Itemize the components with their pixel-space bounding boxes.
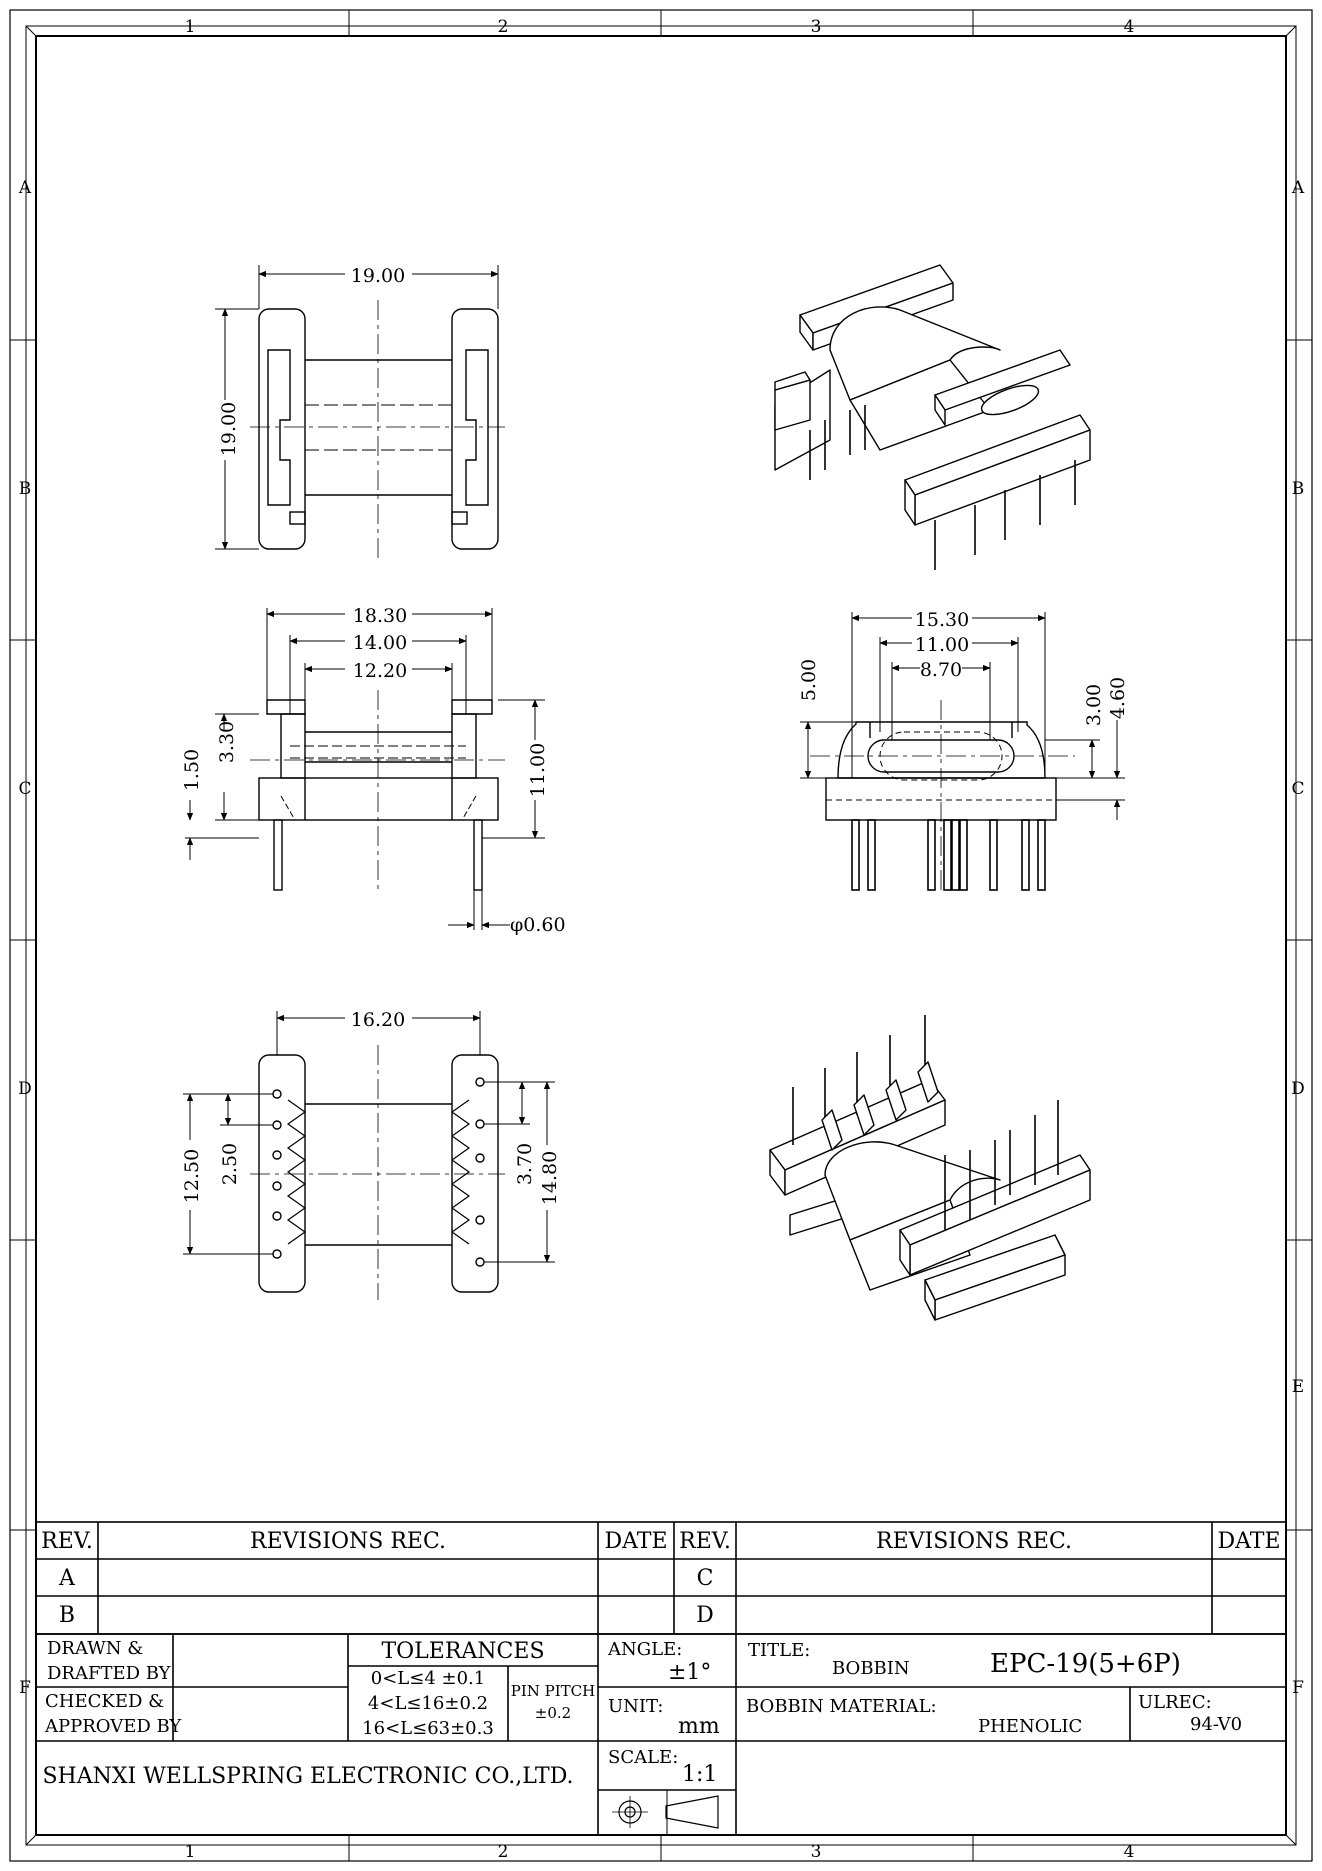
iso-bottom-view bbox=[769, 1015, 1091, 1321]
drawing-frame bbox=[9, 9, 1313, 1862]
col-label: 4 bbox=[1124, 1842, 1135, 1862]
rev-header: REV. bbox=[41, 1529, 93, 1554]
dim-bottom-width: 16.20 bbox=[351, 1009, 405, 1031]
pin-pitch-label: PIN PITCH bbox=[511, 1682, 596, 1700]
col-label: 2 bbox=[498, 1842, 509, 1862]
row-label: C bbox=[1291, 779, 1304, 799]
unit-value: mm bbox=[678, 1714, 720, 1739]
row-label: B bbox=[1292, 479, 1305, 499]
dim-side-3-30: 3.30 bbox=[216, 721, 238, 763]
title-part: BOBBIN bbox=[832, 1658, 910, 1679]
iso-top-view bbox=[774, 264, 1091, 570]
side-view-dims bbox=[185, 608, 545, 930]
dim-side-flange: 18.30 bbox=[353, 605, 407, 627]
dim-end-8-70: 8.70 bbox=[920, 659, 962, 681]
ulrec-label: ULREC: bbox=[1138, 1692, 1212, 1713]
checked-label: CHECKED & bbox=[45, 1691, 164, 1712]
scale-value: 1:1 bbox=[682, 1762, 717, 1787]
dim-side-inner: 12.20 bbox=[353, 660, 407, 682]
dim-bottom-2-50: 2.50 bbox=[219, 1143, 241, 1185]
angle-value: ±1° bbox=[668, 1660, 711, 1685]
row-label: F bbox=[19, 1678, 31, 1698]
material-value: PHENOLIC bbox=[978, 1716, 1082, 1737]
dim-end-5-00: 5.00 bbox=[798, 659, 820, 701]
row-label: A bbox=[1291, 178, 1305, 198]
zone-labels: 1 2 3 4 1 2 3 4 A B C D F A B C D E F bbox=[18, 17, 1305, 1862]
row-label: D bbox=[18, 1079, 32, 1099]
rev-entry: B bbox=[59, 1603, 75, 1628]
bottom-view-dims bbox=[183, 1011, 555, 1263]
rec-header: REVISIONS REC. bbox=[876, 1529, 1072, 1554]
col-label: 3 bbox=[811, 1842, 822, 1862]
dim-side-height: 11.00 bbox=[527, 743, 549, 797]
dim-end-3-00: 3.00 bbox=[1083, 684, 1105, 726]
dim-bottom-14-80: 14.80 bbox=[539, 1151, 561, 1205]
bottom-view bbox=[250, 1045, 505, 1300]
row-label: D bbox=[1291, 1079, 1305, 1099]
side-view bbox=[250, 690, 505, 891]
rev-entry: A bbox=[58, 1566, 76, 1591]
col-label: 1 bbox=[185, 1842, 196, 1862]
dim-side-core: 14.00 bbox=[353, 632, 407, 654]
dim-pin-dia: φ0.60 bbox=[510, 914, 566, 936]
end-view bbox=[810, 700, 1075, 895]
company-name: SHANXI WELLSPRING ELECTRONIC CO.,LTD. bbox=[42, 1764, 573, 1789]
rec-header: REVISIONS REC. bbox=[250, 1529, 446, 1554]
drawn-label: DRAWN & bbox=[47, 1638, 143, 1659]
title-model: EPC-19(5+6P) bbox=[990, 1649, 1181, 1679]
tolerances-label: TOLERANCES bbox=[381, 1639, 544, 1664]
angle-label: ANGLE: bbox=[607, 1639, 682, 1660]
dim-top-width: 19.00 bbox=[351, 265, 405, 287]
col-label: 2 bbox=[498, 17, 509, 37]
top-view bbox=[250, 300, 505, 560]
title-label: TITLE: bbox=[748, 1640, 810, 1661]
date-header: DATE bbox=[604, 1529, 667, 1554]
top-view-dims bbox=[215, 265, 499, 550]
dim-side-1-50: 1.50 bbox=[181, 749, 203, 791]
col-label: 3 bbox=[811, 17, 822, 37]
scale-label: SCALE: bbox=[608, 1747, 678, 1768]
ulrec-value: 94-V0 bbox=[1190, 1714, 1242, 1735]
drawn-label: DRAFTED BY bbox=[47, 1663, 172, 1684]
tolerance-row: 16<L≤63±0.3 bbox=[362, 1718, 494, 1739]
dim-top-height: 19.00 bbox=[218, 402, 240, 456]
dim-bottom-12-50: 12.50 bbox=[181, 1149, 203, 1203]
row-label: E bbox=[1292, 1377, 1304, 1397]
projection-symbol bbox=[612, 1795, 719, 1829]
row-label: B bbox=[19, 479, 32, 499]
end-view-dims bbox=[800, 612, 1125, 820]
dim-end-15-30: 15.30 bbox=[915, 609, 969, 631]
col-label: 4 bbox=[1124, 17, 1135, 37]
tolerance-row: 0<L≤4 ±0.1 bbox=[371, 1668, 485, 1689]
dim-end-11-00: 11.00 bbox=[915, 634, 969, 656]
dim-bottom-3-70: 3.70 bbox=[514, 1143, 536, 1185]
row-label: F bbox=[1292, 1678, 1304, 1698]
row-label: C bbox=[18, 779, 31, 799]
unit-label: UNIT: bbox=[608, 1696, 663, 1717]
pin-pitch-value: ±0.2 bbox=[535, 1704, 571, 1722]
tolerance-row: 4<L≤16±0.2 bbox=[368, 1693, 488, 1714]
checked-label: APPROVED BY bbox=[44, 1716, 182, 1737]
rev-entry: C bbox=[697, 1566, 714, 1591]
dim-end-4-60: 4.60 bbox=[1107, 677, 1129, 719]
material-label: BOBBIN MATERIAL: bbox=[746, 1696, 937, 1717]
rev-header: REV. bbox=[679, 1529, 731, 1554]
title-block bbox=[35, 1633, 1287, 1836]
row-label: A bbox=[18, 178, 32, 198]
date-header: DATE bbox=[1217, 1529, 1280, 1554]
rev-entry: D bbox=[696, 1603, 714, 1628]
col-label: 1 bbox=[185, 17, 196, 37]
